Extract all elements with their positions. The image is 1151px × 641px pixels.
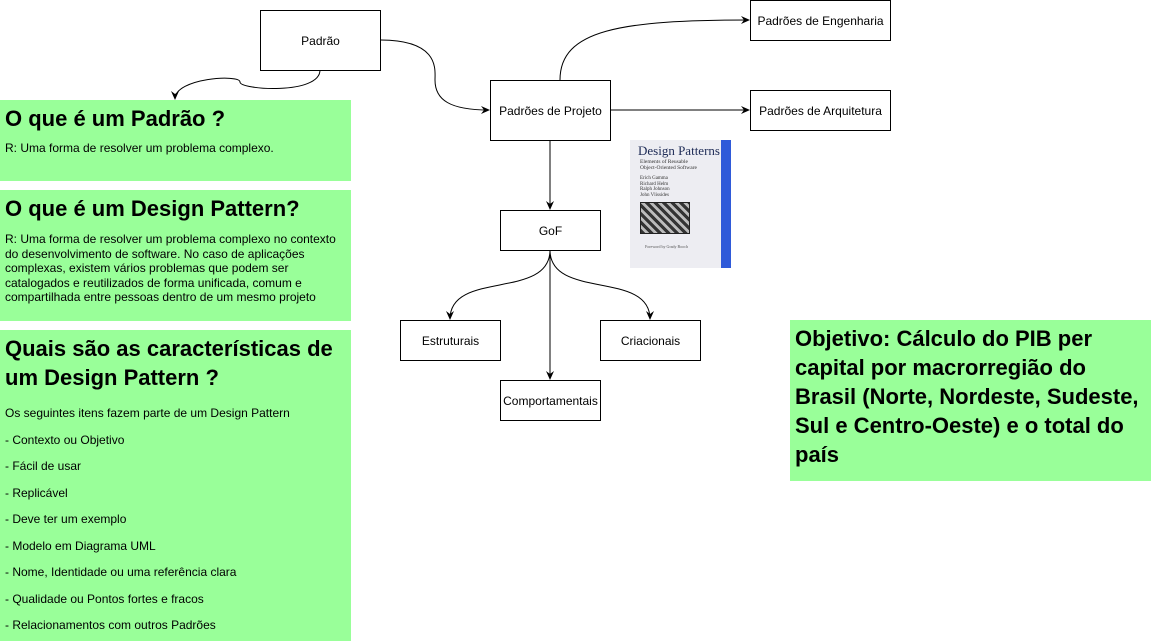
book-subtitle-line: Object-Oriented Software [640, 165, 697, 171]
note-what-is-design-pattern[interactable]: O que é um Design Pattern? R: Uma forma … [0, 190, 351, 321]
book-foreword: Foreword by Grady Booch [645, 244, 688, 249]
list-item: Os seguintes itens fazem parte de um Des… [5, 406, 290, 420]
note-title: O que é um Design Pattern? [5, 196, 300, 221]
list-item: - Nome, Identidade ou uma referência cla… [5, 565, 237, 579]
book-title: Design Patterns [638, 143, 720, 158]
note-what-is-pattern[interactable]: O que é um Padrão ? R: Uma forma de reso… [0, 100, 351, 181]
node-estruturais[interactable]: Estruturais [400, 320, 501, 361]
node-criacionais[interactable]: Criacionais [600, 320, 701, 361]
note-characteristics[interactable]: Quais são as características de um Desig… [0, 330, 351, 641]
book-subtitle-line: Elements of Reusable [640, 159, 688, 165]
list-item: - Replicável [5, 485, 68, 500]
edge-gof-to-estruturais [446, 249, 551, 320]
node-padroes-de-projeto[interactable]: Padrões de Projeto [490, 80, 611, 141]
node-label: Criacionais [620, 333, 681, 348]
note-title: O que é um Padrão ? [5, 106, 226, 131]
book-spine [721, 140, 731, 268]
list-item: - Modelo em Diagrama UML [5, 538, 156, 553]
edge-padrao-to-projeto [379, 39, 490, 114]
node-label: Padrões de Arquitetura [759, 103, 882, 118]
book-subtitle: Elements of Reusable Object-Oriented Sof… [640, 159, 697, 171]
node-padroes-de-arquitetura[interactable]: Padrões de Arquitetura [750, 90, 891, 131]
design-patterns-book-cover: Design Patterns Elements of Reusable Obj… [630, 140, 731, 268]
list-item: - Qualidade ou Pontos fortes e fracos [5, 591, 204, 606]
edge-projeto-to-engenharia [559, 16, 750, 81]
node-label: Padrões de Projeto [499, 103, 602, 118]
book-cover-art [640, 202, 690, 234]
node-label: Padrão [301, 33, 340, 48]
note-text: R: Uma forma de resolver um problema com… [5, 141, 274, 155]
objective-text: Objetivo: Cálculo do PIB per capital por… [795, 326, 1139, 467]
book-author: Richard Helm [640, 181, 669, 187]
list-item: - Deve ter um exemplo [5, 512, 127, 526]
book-author: Erich Gamma [640, 176, 668, 181]
note-title: Quais são as características de um Desig… [5, 336, 333, 390]
book-author: John Vlissides [640, 192, 669, 198]
node-padrao[interactable]: Padrão [260, 10, 381, 71]
list-item: - Relacionamentos com outros Padrões [5, 618, 216, 632]
book-authors: Erich Gamma Richard Helm Ralph Johnson J… [640, 176, 670, 198]
book-author: Ralph Johnson [640, 187, 670, 192]
list-item: - Contexto ou Objetivo [5, 432, 125, 447]
node-label: Estruturais [421, 333, 480, 348]
list-item: - Fácil de usar [5, 459, 82, 473]
node-label: Padrões de Engenharia [757, 13, 884, 28]
node-comportamentais[interactable]: Comportamentais [500, 380, 601, 421]
node-gof[interactable]: GoF [500, 210, 601, 251]
node-padroes-de-engenharia[interactable]: Padrões de Engenharia [750, 0, 891, 41]
edge-padrao-to-note [171, 69, 321, 100]
note-objective[interactable]: Objetivo: Cálculo do PIB per capital por… [790, 320, 1151, 481]
node-label: GoF [538, 223, 563, 238]
note-text: R: Uma forma de resolver um problema com… [5, 232, 336, 304]
node-label: Comportamentais [503, 393, 598, 408]
